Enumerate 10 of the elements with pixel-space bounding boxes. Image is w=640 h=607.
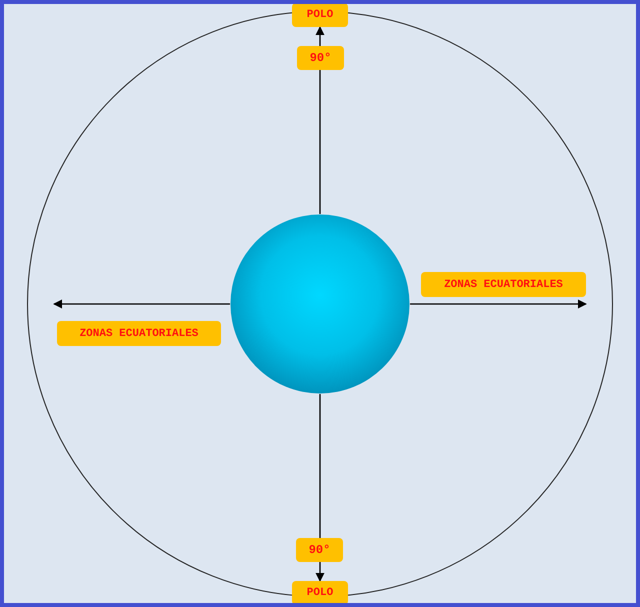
edge-label: ZONAS ECUATORIALES xyxy=(57,321,221,346)
globe-outline xyxy=(27,10,613,598)
pole-label: POLO xyxy=(292,581,348,603)
arrow xyxy=(410,300,587,308)
edge-label: ZONAS ECUATORIALES xyxy=(421,272,586,297)
pole-label: POLO xyxy=(292,4,348,27)
edge-label: 90° xyxy=(297,46,344,70)
arrow xyxy=(53,300,230,308)
edge-label: 90° xyxy=(296,538,343,562)
sphere xyxy=(230,214,410,394)
